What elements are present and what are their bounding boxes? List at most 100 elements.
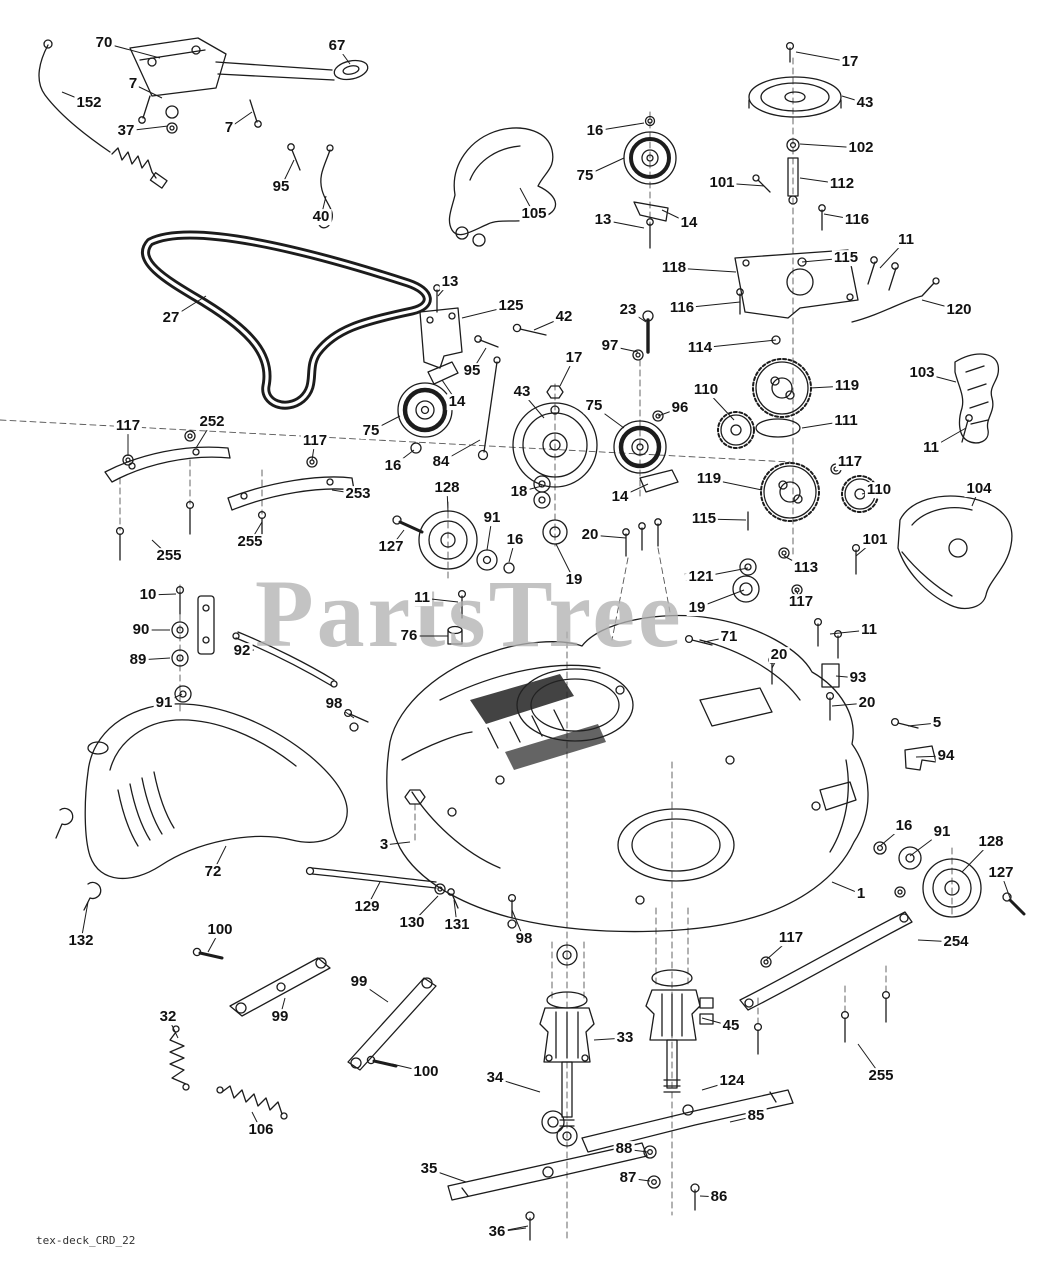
- part-label-117: 117: [300, 432, 330, 450]
- part-label-37: 37: [115, 122, 137, 140]
- part-label-110: 110: [691, 381, 721, 399]
- part-label-119: 119: [694, 470, 724, 488]
- part-label-118: 118: [659, 259, 689, 277]
- part-label-130: 130: [397, 914, 427, 932]
- part-label-124: 124: [717, 1072, 747, 1090]
- part-label-114: 114: [685, 339, 715, 357]
- part-label-254: 254: [941, 933, 971, 951]
- part-label-40: 40: [310, 208, 332, 226]
- part-label-16: 16: [382, 457, 404, 475]
- part-label-255: 255: [235, 533, 265, 551]
- part-label-11: 11: [412, 589, 432, 607]
- part-label-121: 121: [686, 568, 716, 586]
- part-label-105: 105: [519, 205, 549, 223]
- part-label-67: 67: [326, 37, 348, 55]
- part-label-84: 84: [430, 453, 452, 471]
- part-label-17: 17: [839, 53, 861, 71]
- part-label-1: 1: [854, 885, 868, 903]
- part-label-152: 152: [74, 94, 104, 112]
- part-label-11: 11: [921, 439, 941, 457]
- part-label-117: 117: [786, 593, 816, 611]
- part-label-20: 20: [768, 646, 790, 664]
- part-label-117: 117: [776, 929, 806, 947]
- part-label-72: 72: [202, 863, 224, 881]
- spindle-assembly-right: [645, 969, 714, 1093]
- part-label-27: 27: [160, 309, 182, 327]
- blades-group: [447, 1089, 794, 1241]
- part-label-100: 100: [205, 921, 235, 939]
- part-label-93: 93: [847, 669, 869, 687]
- part-label-90: 90: [130, 621, 152, 639]
- part-label-127: 127: [986, 864, 1016, 882]
- belt-cover: [897, 495, 1013, 609]
- part-label-7: 7: [126, 75, 140, 93]
- part-label-127: 127: [376, 538, 406, 556]
- part-label-103: 103: [907, 364, 937, 382]
- part-label-97: 97: [599, 337, 621, 355]
- part-label-7: 7: [222, 119, 236, 137]
- part-label-5: 5: [930, 714, 944, 732]
- part-label-92: 92: [231, 642, 253, 660]
- part-label-116: 116: [842, 211, 872, 229]
- part-label-43: 43: [854, 94, 876, 112]
- part-label-94: 94: [935, 747, 957, 765]
- part-label-112: 112: [827, 175, 857, 193]
- part-label-110: 110: [864, 481, 894, 499]
- part-label-11: 11: [896, 231, 916, 249]
- part-label-87: 87: [617, 1169, 639, 1187]
- part-label-20: 20: [856, 694, 878, 712]
- part-label-16: 16: [584, 122, 606, 140]
- part-label-91: 91: [481, 509, 503, 527]
- part-label-98: 98: [323, 695, 345, 713]
- part-label-120: 120: [944, 301, 974, 319]
- part-label-99: 99: [269, 1008, 291, 1026]
- part-label-101: 101: [707, 174, 737, 192]
- part-label-255: 255: [866, 1067, 896, 1085]
- part-label-116: 116: [667, 299, 697, 317]
- part-label-115: 115: [689, 510, 719, 528]
- part-label-119: 119: [832, 377, 862, 395]
- part-label-34: 34: [484, 1069, 506, 1087]
- part-label-99: 99: [348, 973, 370, 991]
- gauge-wheel-right: [739, 841, 1026, 1055]
- mower-deck-shell: [386, 614, 869, 933]
- part-label-117: 117: [835, 453, 865, 471]
- rod-and-bolt: [287, 143, 334, 229]
- part-label-131: 131: [442, 916, 472, 934]
- link-rod-group: [305, 789, 517, 929]
- part-label-13: 13: [592, 211, 614, 229]
- part-label-106: 106: [246, 1121, 276, 1139]
- part-label-20: 20: [579, 526, 601, 544]
- part-label-132: 132: [66, 932, 96, 950]
- part-label-36: 36: [486, 1223, 508, 1241]
- part-label-128: 128: [432, 479, 462, 497]
- part-label-95: 95: [270, 178, 292, 196]
- part-label-14: 14: [446, 393, 468, 411]
- part-label-111: 111: [832, 412, 860, 430]
- part-label-88: 88: [613, 1140, 635, 1158]
- part-label-70: 70: [93, 34, 115, 52]
- part-label-95: 95: [461, 362, 483, 380]
- part-label-23: 23: [617, 301, 639, 319]
- part-label-3: 3: [377, 836, 391, 854]
- part-label-10: 10: [137, 586, 159, 604]
- mandrel-cover: [448, 127, 557, 247]
- part-label-18: 18: [508, 483, 530, 501]
- part-label-11: 11: [859, 621, 879, 639]
- part-label-35: 35: [418, 1160, 440, 1178]
- part-label-86: 86: [708, 1188, 730, 1206]
- part-label-98: 98: [513, 930, 535, 948]
- left-baffles: [104, 430, 355, 561]
- part-label-101: 101: [860, 531, 890, 549]
- part-label-75: 75: [360, 422, 382, 440]
- part-label-71: 71: [718, 628, 740, 646]
- part-label-85: 85: [745, 1107, 767, 1125]
- drive-belt: [141, 230, 432, 410]
- part-label-16: 16: [893, 817, 915, 835]
- watermark: PartsTree™: [255, 558, 704, 669]
- part-label-91: 91: [931, 823, 953, 841]
- part-label-102: 102: [846, 139, 876, 157]
- spindle-assembly-left: [539, 944, 595, 1147]
